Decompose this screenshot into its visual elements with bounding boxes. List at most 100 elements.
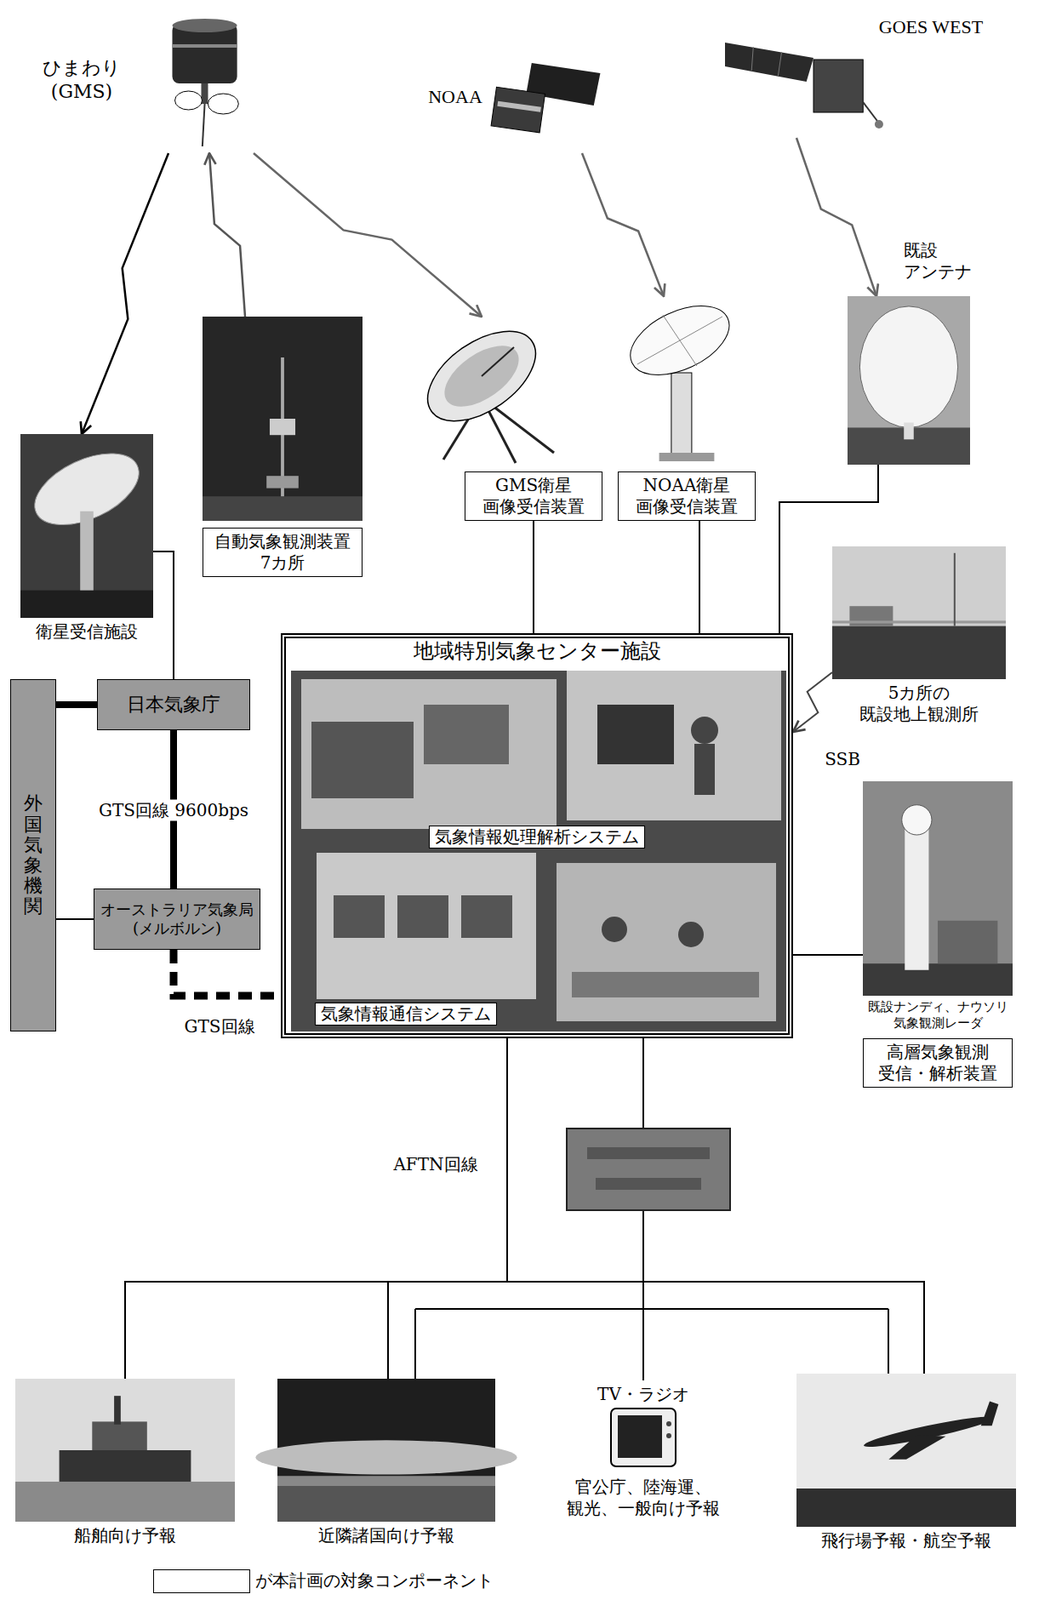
dish1-picture	[464, 316, 603, 465]
wire-connector	[532, 520, 535, 634]
goes-picture	[725, 42, 902, 138]
solar-panel	[725, 42, 814, 82]
satellite-body	[490, 86, 545, 133]
satrx-picture	[20, 433, 154, 618]
radio-link	[793, 672, 833, 732]
photo-frame	[862, 781, 1013, 996]
radio-link	[81, 153, 169, 434]
distribution-wire	[415, 1308, 889, 1379]
tv-picture	[558, 1404, 729, 1473]
satellite-sensor	[874, 119, 884, 129]
photo-detail	[20, 590, 154, 618]
illegible-print	[587, 1147, 710, 1159]
node-label: NOAA	[428, 85, 483, 109]
satellite-dish	[175, 91, 203, 110]
person	[694, 743, 715, 795]
node-label: NOAA衛星 画像受信装置	[617, 471, 756, 521]
wire-connector	[793, 953, 863, 956]
line-label: SSB	[822, 748, 863, 771]
node-label: 既設 アンテナ	[903, 239, 972, 283]
photo-detail	[15, 1481, 235, 1522]
radio-link	[209, 153, 246, 317]
forecast-photo: 飛行場予報・航空予報	[796, 1373, 1017, 1552]
photo-detail	[114, 1395, 121, 1425]
room-photo	[301, 679, 557, 829]
photo-detail	[953, 553, 956, 627]
console	[311, 721, 414, 799]
photo-frame	[796, 1373, 1017, 1527]
node-label: 船舶向け予報	[74, 1524, 177, 1547]
radio-link	[582, 153, 664, 297]
photo-detail	[266, 475, 299, 488]
wire-connector	[173, 949, 281, 996]
agency-box: 外国気象機関	[10, 679, 57, 1032]
radar-photo: 既設ナンディ、ナウソリ 気象観測レーダ高層気象観測 受信・解析装置	[862, 781, 1013, 1088]
satellite-body	[171, 23, 237, 84]
node-label: 高層気象観測 受信・解析装置	[862, 1038, 1013, 1088]
ant-picture	[847, 296, 971, 465]
satellite-dish	[207, 93, 239, 115]
dish-feed	[481, 347, 514, 377]
line-label: GTS回線	[181, 1016, 257, 1038]
noaa-picture	[493, 56, 603, 154]
node-label: 官公庁、陸海運、 観光、一般向け予報	[562, 1476, 725, 1519]
dish-antenna: NOAA衛星 画像受信装置	[617, 296, 756, 521]
node-label: 自動気象観測装置 7カ所	[202, 527, 363, 577]
dish-inner	[433, 333, 530, 419]
photo-detail	[937, 920, 998, 964]
node-label: 既設ナンディ、ナウソリ 気象観測レーダ	[862, 999, 1013, 1032]
monitor	[333, 895, 385, 938]
node-label: TV・ラジオ	[597, 1383, 690, 1405]
satellite-antenna	[862, 102, 878, 121]
near-picture	[277, 1378, 496, 1522]
photo-detail	[903, 422, 914, 440]
antenna-base	[659, 452, 715, 462]
satellite-antenna	[202, 103, 206, 147]
photo-frame	[832, 546, 1006, 680]
satellite-body	[813, 59, 863, 113]
photo-detail	[79, 511, 94, 591]
tv-knob	[666, 1421, 672, 1427]
photo-detail	[91, 1421, 148, 1451]
panel-grid	[751, 46, 754, 71]
photo-detail	[255, 1439, 517, 1474]
node-label: 気象情報処理解析システム	[428, 825, 646, 849]
node-label: 近隣諸国向け予報	[318, 1524, 455, 1547]
radio-link	[796, 137, 877, 297]
wire-connector	[507, 1038, 925, 1374]
antenna-pedestal	[671, 372, 692, 455]
monitor	[597, 704, 674, 765]
node-label: ひまわり (GMS)	[42, 56, 121, 103]
radar-picture	[862, 781, 1013, 996]
agency-box: 日本気象庁	[97, 679, 251, 731]
wire-connector	[153, 551, 174, 680]
dish-rib	[662, 314, 697, 366]
node-label: GOES WEST	[879, 15, 983, 40]
console	[423, 704, 509, 765]
dish-reflector	[619, 291, 740, 389]
monitor	[397, 895, 449, 938]
photo-detail	[277, 1475, 496, 1486]
tv-case	[610, 1408, 676, 1467]
satellite-top	[171, 18, 237, 33]
node-label: 日本気象庁	[126, 692, 221, 717]
stn-picture	[832, 546, 1006, 680]
wire-connector	[698, 520, 701, 634]
photo-detail	[832, 626, 1006, 680]
distribution-box	[566, 1128, 731, 1211]
plane-picture	[796, 1373, 1017, 1527]
station-photo: 自動気象観測装置 7カ所	[202, 316, 363, 577]
wire-connector	[56, 918, 94, 920]
photo-detail	[981, 1400, 1000, 1426]
room-photo	[316, 852, 537, 1000]
satellite-icon: ひまわり (GMS)	[151, 18, 268, 154]
line-label: GTS回線 9600bps	[96, 799, 252, 822]
gms-picture	[151, 18, 268, 154]
tv-icon: TV・ラジオ官公庁、陸海運、 観光、一般向け予報	[558, 1380, 729, 1519]
photo-detail	[904, 827, 929, 970]
node-label: 飛行場予報・航空予報	[821, 1529, 992, 1552]
satellite-icon: GOES WEST	[725, 42, 902, 138]
forecast-photo: 船舶向け予報	[15, 1378, 235, 1547]
